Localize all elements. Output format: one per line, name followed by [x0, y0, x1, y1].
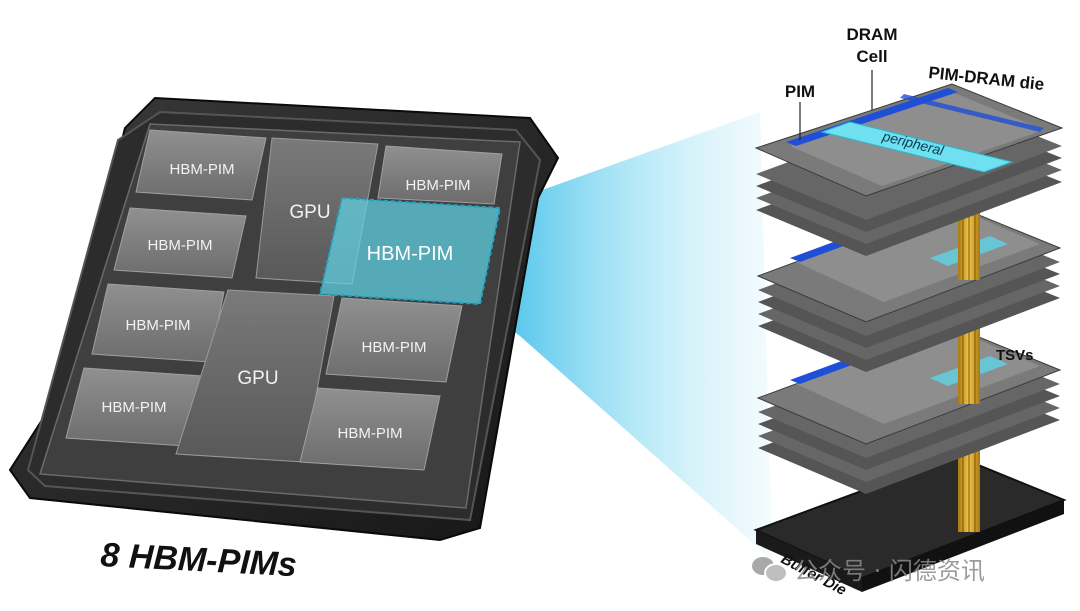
peripheral-strip: [820, 121, 1014, 173]
chip-caption: 8 HBM-PIMs: [100, 536, 298, 584]
highlighted-hbm-pim-label: HBM-PIM: [367, 243, 454, 265]
watermark: 公众号 · 闪德资讯: [752, 548, 985, 588]
hbm-pim-tile: [325, 297, 463, 383]
pim-cell-row: [900, 94, 1044, 132]
dram-die-group: [756, 322, 1062, 494]
wechat-icon: [752, 555, 788, 583]
hbm-pim-tile: [377, 145, 503, 205]
highlighted-hbm-pim: [318, 196, 502, 306]
buffer-die-side: [862, 500, 1064, 592]
gpu-label: GPU: [237, 368, 278, 389]
hbm-pim-tile-label: HBM-PIM: [362, 339, 427, 356]
dram-cell-label: DRAM: [847, 25, 898, 44]
dram-die-group: [754, 83, 1064, 256]
hbm-pim-tile: [113, 207, 247, 279]
pim-label: PIM: [785, 82, 815, 101]
hbm-pim-tile-label: HBM-PIM: [126, 317, 191, 334]
watermark-text: 公众号 · 闪德资讯: [794, 556, 985, 585]
hbm-pim-tile: [135, 129, 267, 201]
hbm-pim-tile-label: HBM-PIM: [148, 237, 213, 254]
gpu-label: GPU: [289, 202, 330, 223]
hbm-pim-tile: [299, 387, 441, 471]
buffer-die-side: [756, 530, 862, 592]
hbm-pim-tile-label: HBM-PIM: [102, 399, 167, 416]
hbm-pim-tile-label: HBM-PIM: [338, 425, 403, 442]
chip-package: HBM-PIM HBM-PIM HBM-PIM HBM-PIM GPU HBM-…: [8, 96, 560, 542]
hbm-pim-tile-label: HBM-PIM: [406, 177, 471, 194]
tsvs-label: TSVs: [996, 347, 1034, 364]
dram-die-group: [756, 200, 1062, 372]
hbm-pim-tile-label: HBM-PIM: [170, 161, 235, 178]
zoom-beam: [480, 112, 772, 560]
dram-cell-label: Cell: [856, 47, 887, 66]
die-stack: peripheral PIM DRAM Cell PIM-DRAM die TS…: [753, 25, 1067, 599]
